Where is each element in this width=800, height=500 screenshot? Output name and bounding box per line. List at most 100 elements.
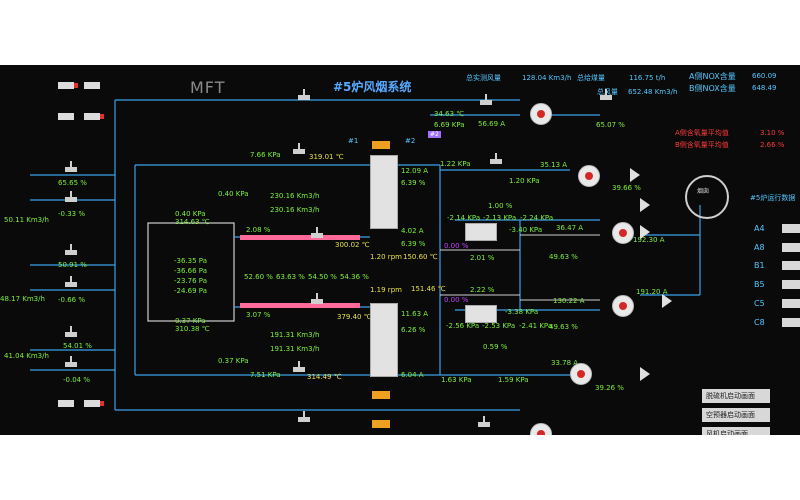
center-flow-a1: 230.16 Km3/h — [270, 192, 320, 200]
desulfurization-start-button[interactable]: 脱硫机启动画面 — [702, 389, 770, 403]
air-heater-a-indicator — [372, 141, 390, 149]
left-equipment-4[interactable] — [84, 113, 104, 120]
right-pct-1: 1.00 % — [488, 202, 513, 210]
right-kpa-7: -3.38 KPa — [505, 308, 539, 316]
left-equipment-6[interactable] — [84, 400, 104, 407]
total-air-value: 128.04 Km3/h — [522, 74, 572, 82]
side-item-c5[interactable]: C5 — [754, 299, 765, 308]
left-valve-1[interactable] — [65, 161, 77, 174]
left-equipment-3[interactable] — [58, 113, 74, 120]
side-box-c8[interactable] — [782, 318, 800, 327]
furnace-pressure-4: -24.69 Pa — [174, 287, 207, 295]
blower-fan-1[interactable] — [578, 165, 600, 187]
left-valve-5[interactable] — [65, 326, 77, 339]
label-2: #2 — [405, 137, 416, 145]
center-valve-c[interactable] — [311, 293, 323, 306]
center-kpa-a: 0.40 KPa — [218, 190, 249, 198]
left-valve-2[interactable] — [65, 191, 77, 204]
temp-right-top: 34.63 ℃ — [434, 110, 465, 118]
left-equipment-1[interactable] — [58, 82, 78, 89]
left-valve-6[interactable] — [65, 356, 77, 369]
side-box-c5[interactable] — [782, 299, 800, 308]
right-kpa-1: 1.22 KPa — [440, 160, 471, 168]
left-valve-4[interactable] — [65, 276, 77, 289]
left-flow-3: 41.04 Km3/h — [4, 352, 49, 360]
scr-b[interactable] — [465, 305, 497, 323]
fan4-outlet-icon — [640, 367, 650, 381]
fan-start-button[interactable]: 风机启动画面 — [702, 427, 770, 435]
center-bot-valve[interactable] — [298, 411, 310, 424]
tag-label-text: #2 — [430, 131, 439, 138]
blower-fan-2[interactable] — [570, 363, 592, 385]
stack-icon[interactable] — [685, 175, 729, 219]
top-valve-right[interactable] — [480, 94, 492, 107]
right-kpa-2: 1.20 KPa — [509, 177, 540, 185]
top-valve-far[interactable] — [600, 89, 612, 102]
heater-pct-ca: 6.39 % — [401, 179, 426, 187]
right-kpa-8: -2.56 KPa — [446, 322, 480, 330]
bottom-right-valve[interactable] — [478, 416, 490, 429]
heater-curr-ca: 4.02 A — [401, 227, 424, 235]
total-secondary-label: 总风量 — [597, 88, 618, 96]
total-secondary-value: 652.48 Km3/h — [628, 88, 678, 96]
left-mid-pct: 50.91 % — [58, 261, 87, 269]
total-coal-label: 总给煤量 — [577, 74, 605, 82]
side-item-b5[interactable]: B5 — [754, 280, 765, 289]
outlet-icon-2 — [640, 225, 650, 239]
air-heater-c-indicator — [372, 420, 390, 428]
side-box-a8[interactable] — [782, 243, 800, 252]
center-valve-a[interactable] — [293, 143, 305, 156]
left-top-pct: 65.65 % — [58, 179, 87, 187]
a-nox-label: A侧NOX含量 — [689, 72, 736, 81]
center-kpa-bot: 7.51 KPa — [250, 371, 281, 379]
side-item-c8[interactable]: C8 — [754, 318, 765, 327]
total-coal-value: 116.75 t/h — [629, 74, 666, 82]
side-box-b5[interactable] — [782, 280, 800, 289]
center-top-valve[interactable] — [298, 89, 310, 102]
side-box-b1[interactable] — [782, 261, 800, 270]
a-o2-value: 3.10 % — [760, 129, 785, 137]
air-preheater-start-button[interactable]: 空预器启动画面 — [702, 408, 770, 422]
center-temp-top: 319.01 ℃ — [309, 153, 344, 161]
side-item-a8[interactable]: A8 — [754, 243, 765, 252]
air-heater-b[interactable] — [370, 303, 398, 377]
primary-air-fan-top[interactable] — [530, 103, 552, 125]
b-nox-label: B侧NOX含量 — [689, 84, 736, 93]
center-pct-a: 2.08 % — [246, 226, 271, 234]
right-pct-3: 2.01 % — [470, 254, 495, 262]
aph-pct-2: 63.63 % — [276, 273, 305, 281]
induced-fan-a[interactable] — [612, 222, 634, 244]
heater-pct-cb: 6.26 % — [401, 326, 426, 334]
left-valve-3[interactable] — [65, 244, 77, 257]
fan1-current: 35.13 A — [540, 161, 568, 169]
right-kpa-4: -2.13 KPa — [483, 214, 517, 222]
mft-indicator[interactable]: MFT — [190, 78, 226, 97]
side-item-a4[interactable]: A4 — [754, 224, 765, 233]
left-equipment-2[interactable] — [84, 82, 100, 89]
furnace-bot-kpa: 0.37 KPa — [175, 317, 206, 325]
right-valve-1[interactable] — [490, 153, 502, 166]
left-equipment-5[interactable] — [58, 400, 74, 407]
right-pct-4: 49.63 % — [549, 253, 578, 261]
furnace-top-temp: 314.63 ℃ — [175, 218, 210, 226]
outlet-icon-1 — [640, 198, 650, 212]
page-title: #5炉风烟系统 — [333, 80, 412, 94]
right-kpa-11: 1.63 KPa — [441, 376, 472, 384]
air-heater-a[interactable] — [370, 155, 398, 229]
center-valve-d[interactable] — [293, 361, 305, 374]
aph-pct-3: 54.50 % — [308, 273, 337, 281]
side-box-a4[interactable] — [782, 224, 800, 233]
right-pct-2: 0.00 % — [444, 242, 469, 250]
center-kpa-top: 7.66 KPa — [250, 151, 281, 159]
fan4-pct: 39.26 % — [595, 384, 624, 392]
left-bot-pct2: -0.04 % — [63, 376, 90, 384]
induced-fan-b[interactable] — [612, 295, 634, 317]
center-temp-a2: 150.60 ℃ — [403, 253, 438, 261]
side-item-b1[interactable]: B1 — [754, 261, 765, 270]
fan4-current: 33.78 A — [551, 359, 579, 367]
scr-a[interactable] — [465, 223, 497, 241]
b-o2-label: B侧含氧量平均值 — [675, 141, 729, 149]
center-valve-b[interactable] — [311, 227, 323, 240]
furnace-pressure-2: -36.66 Pa — [174, 267, 207, 275]
fan1-outlet-icon — [630, 168, 640, 182]
